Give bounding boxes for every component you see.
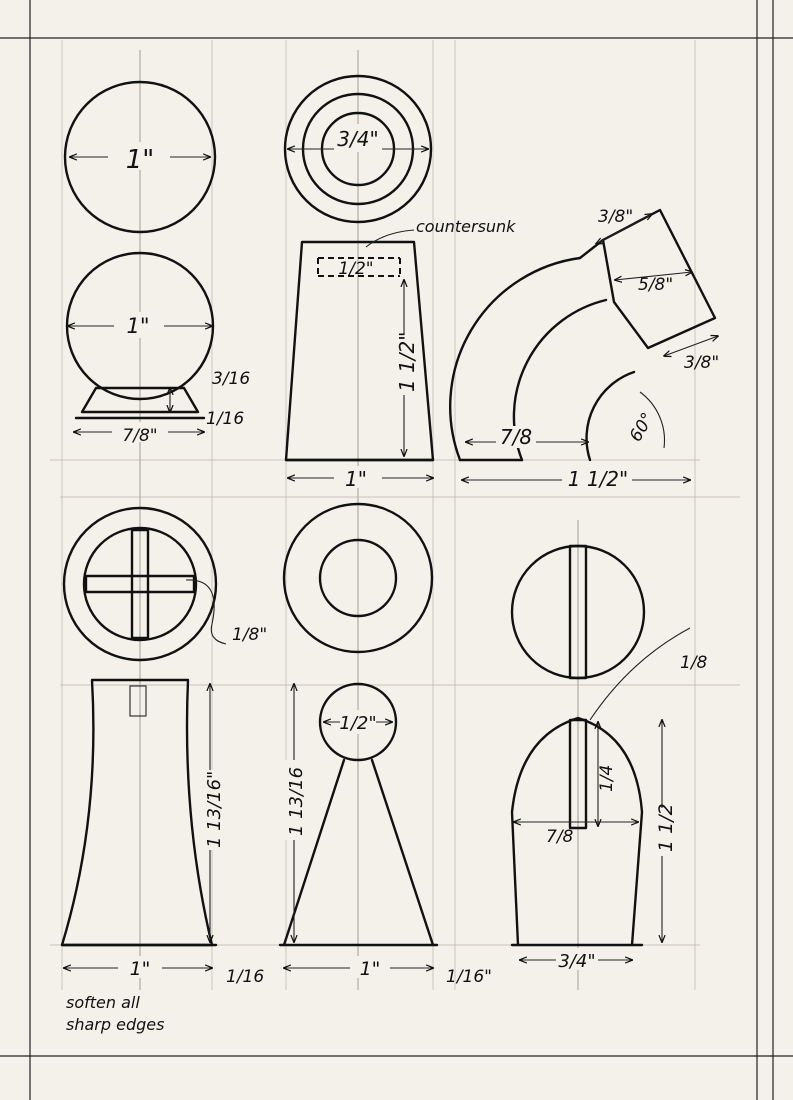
- dim-countersink-width: 1/2": [338, 259, 373, 279]
- dim-pawn-inner: 7/8: [546, 827, 574, 847]
- piece-ball-side-view: 1" 3/16 1/16 7/8": [65, 251, 250, 446]
- piece-tower-top-view: 3/4": [283, 74, 433, 224]
- dim-base-step: 1/16: [206, 409, 244, 429]
- dim-pawn-base: 3/4": [558, 951, 595, 972]
- dim-slot-width: 1/8": [232, 625, 267, 645]
- piece-tower-side-view: 1/2" countersunk 1 1/2" 1": [284, 217, 516, 491]
- dim-base-height: 3/16: [212, 369, 250, 389]
- dim-arc-angle: 60°: [626, 409, 658, 445]
- dim-king-height: 1 13/16": [204, 771, 225, 848]
- piece-queen-side-view: 1/2" 1 13/16 1" 1/16": [278, 682, 492, 987]
- piece-arc-side-view: 3/8" 5/8" 3/8" 7/8 60° 1 1/2": [449, 207, 719, 491]
- dim-top-circle: 1": [126, 145, 155, 175]
- dim-arc-top: 3/8": [598, 207, 633, 227]
- dim-queen-height: 1 13/16: [286, 767, 307, 836]
- dim-arc-side: 3/8": [684, 353, 719, 373]
- dim-queen-step: 1/16": [446, 967, 492, 987]
- piece-pawn-top-view: [510, 544, 646, 680]
- dim-pawn-slot-depth: 1/4: [597, 765, 617, 792]
- note-soften-edges: soften all sharp edges: [66, 993, 164, 1034]
- dim-queen-base: 1": [360, 958, 381, 980]
- piece-king-side-view: 1 13/16" 1" 1/16: [60, 678, 264, 987]
- dim-arc-width: 7/8: [500, 425, 532, 449]
- piece-pawn-side-view: 1/8 1/4 7/8 1 1/2 3/4": [510, 627, 708, 972]
- note-line-2: sharp edges: [66, 1015, 164, 1034]
- dim-pawn-slot: 1/8: [680, 653, 708, 673]
- dim-queen-ball: 1/2": [339, 713, 376, 734]
- dim-arc-mid: 5/8": [638, 275, 673, 295]
- piece-queen-top-view: [282, 502, 434, 654]
- dim-tower-height: 1 1/2": [395, 332, 419, 392]
- dim-tower-base: 1": [345, 467, 367, 491]
- dim-ring-inner: 3/4": [337, 127, 378, 151]
- dim-sphere: 1": [126, 314, 149, 338]
- dim-king-base: 1": [130, 958, 151, 980]
- dim-pawn-height: 1 1/2: [655, 803, 677, 852]
- dim-king-step: 1/16: [226, 967, 264, 987]
- dim-base-width: 7/8": [122, 426, 157, 446]
- dim-arc-total: 1 1/2": [568, 467, 628, 491]
- piece-king-top-view: 1/8": [62, 506, 267, 662]
- piece-ball-top-view: 1": [63, 80, 217, 234]
- label-countersunk: countersunk: [416, 217, 516, 236]
- note-line-1: soften all: [66, 993, 140, 1012]
